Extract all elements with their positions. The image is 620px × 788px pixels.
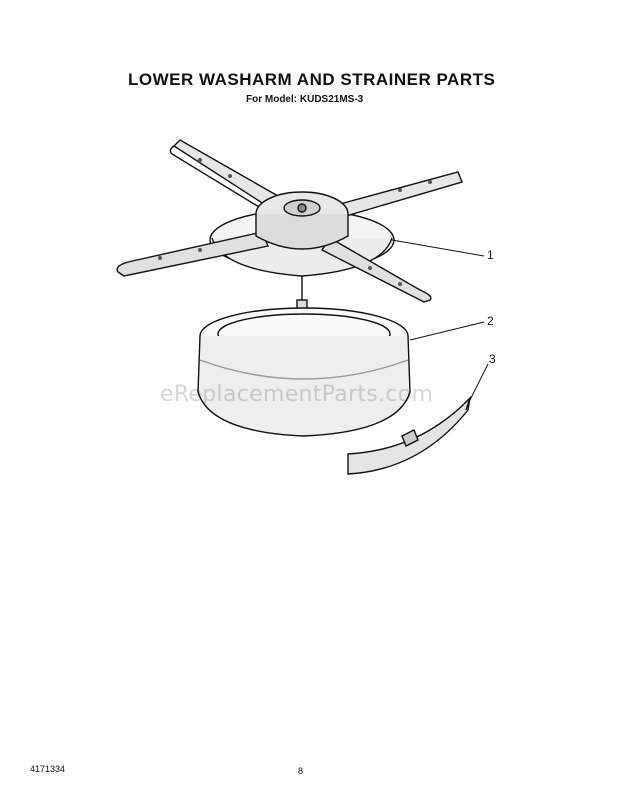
strainer-drawing bbox=[197, 307, 411, 437]
strainer-clip-drawing bbox=[347, 395, 472, 475]
page-number: 8 bbox=[298, 766, 304, 776]
lower-washarm-drawing bbox=[116, 139, 463, 315]
model-subtitle: For Model: KUDS21MS-3 bbox=[246, 94, 364, 105]
watermark: eReplacementParts.com bbox=[160, 382, 434, 407]
document-number: 4171334 bbox=[30, 764, 66, 774]
callout-2: 2 bbox=[487, 314, 494, 328]
page-title: LOWER WASHARM AND STRAINER PARTS bbox=[128, 70, 496, 89]
callout-3: 3 bbox=[489, 352, 496, 366]
callout-1: 1 bbox=[487, 248, 494, 262]
